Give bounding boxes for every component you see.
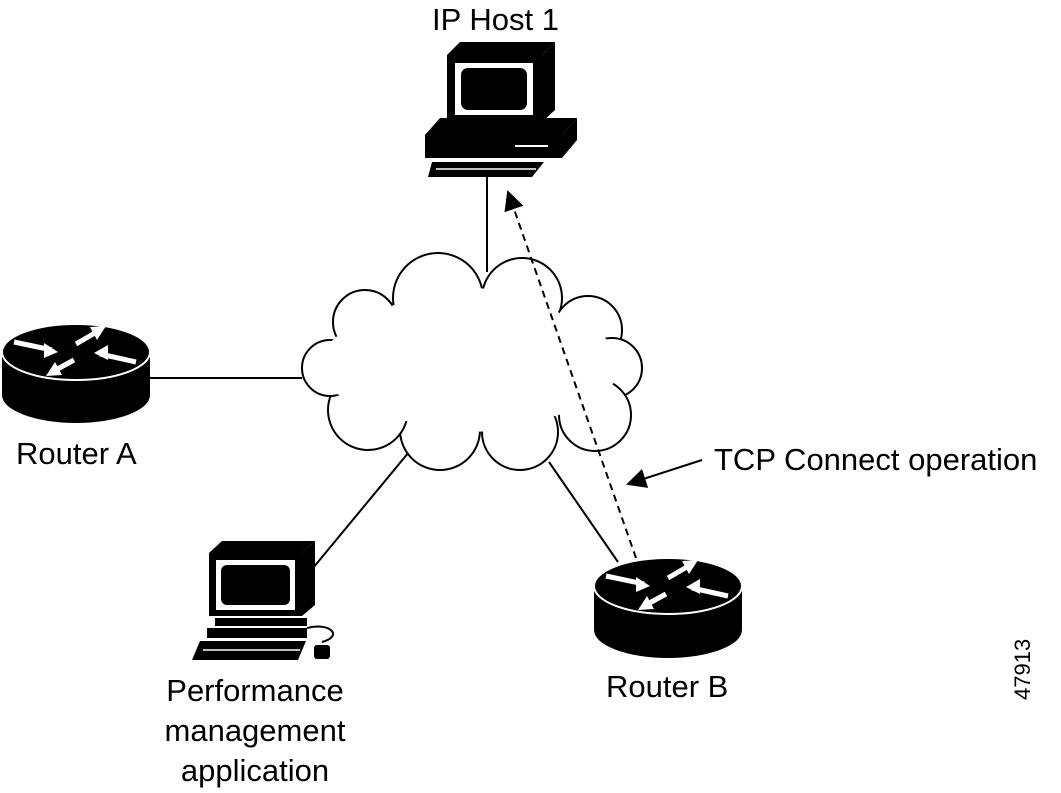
perf-app-label: Performance management application bbox=[130, 671, 380, 791]
tcp-callout-arrow bbox=[626, 459, 703, 488]
figure-id: 47913 bbox=[1010, 638, 1035, 700]
tcp-connect-path bbox=[504, 190, 637, 559]
perf-app-label-line: management bbox=[164, 713, 346, 748]
router-icon bbox=[1, 323, 151, 423]
workstation-icon bbox=[425, 42, 577, 177]
router-icon bbox=[593, 557, 743, 658]
ip-host-label: IP Host 1 bbox=[432, 2, 559, 37]
workstation-with-mouse-icon bbox=[192, 541, 334, 660]
link-routerB-cloud bbox=[548, 461, 619, 563]
link-perf-cloud bbox=[312, 451, 410, 569]
perf-app-label-line: application bbox=[180, 753, 330, 788]
tcp-connect-label: TCP Connect operation bbox=[714, 442, 1038, 477]
perf-app-label-line: Performance bbox=[166, 673, 344, 708]
router-b-label: Router B bbox=[606, 669, 729, 704]
router-a-label: Router A bbox=[16, 436, 137, 471]
